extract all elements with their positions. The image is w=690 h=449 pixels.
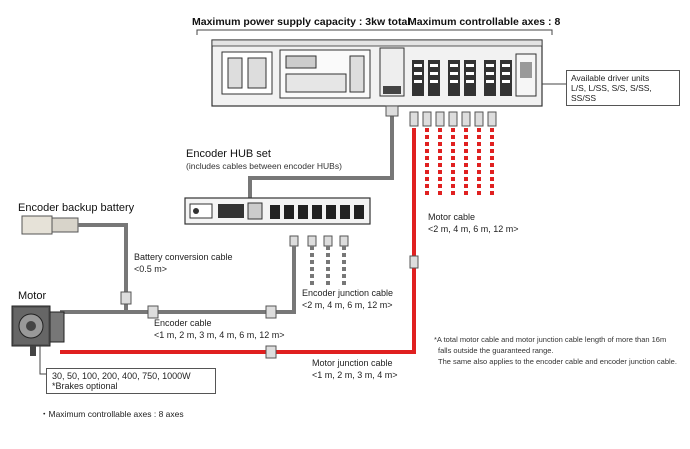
motor-spec-box: 30, 50, 100, 200, 400, 750, 1000W *Brake… [46, 368, 216, 394]
motor-cable-stubs [425, 128, 494, 196]
max-axes-label: Maximum controllable axes : 8 [408, 16, 561, 28]
controller-connector [385, 105, 399, 117]
encoder-junction-length: <2 m, 4 m, 6 m, 12 m> [302, 300, 393, 310]
battery-cable-name: Battery conversion cable [134, 252, 233, 262]
encoder-junction-joint [265, 305, 277, 319]
battery-title: Encoder backup battery [18, 202, 135, 214]
encoder-cable-joint [147, 305, 159, 319]
motor-cable [60, 128, 416, 354]
driver-units-title: Available driver units [571, 73, 650, 83]
motor-brakes: *Brakes optional [52, 381, 118, 391]
note-line-3: The same also applies to the encoder cab… [438, 357, 677, 366]
encoder-cable-length: <1 m, 2 m, 3 m, 4 m, 6 m, 12 m> [154, 330, 285, 340]
motor-junction-name: Motor junction cable [312, 358, 393, 368]
motor-cable-joint [409, 255, 419, 269]
battery-cable-joint [120, 291, 132, 305]
encoder-hub-unit [184, 197, 371, 225]
encoder-junction-stubs [310, 246, 346, 286]
encoder-junction-plugs [289, 235, 349, 247]
power-capacity-label: Maximum power supply capacity : 3kw tota… [192, 16, 411, 28]
motor-spec-bracket [39, 346, 46, 375]
footer-max-axes: ・Maximum controllable axes : 8 axes [40, 409, 184, 419]
battery-cable-length: <0.5 m> [134, 264, 168, 274]
header-bracket [196, 29, 553, 35]
encoder-hub-title: Encoder HUB set [186, 148, 271, 160]
encoder-cable-name: Encoder cable [154, 318, 212, 328]
motor-wattages: 30, 50, 100, 200, 400, 750, 1000W [52, 371, 191, 381]
motor-body [11, 305, 65, 356]
encoder-hub-subtitle: (includes cables between encoder HUBs) [186, 161, 342, 171]
motor-cable-length: <2 m, 4 m, 6 m, 12 m> [428, 224, 519, 234]
controller-unit [211, 39, 543, 107]
motor-junction-length: <1 m, 2 m, 3 m, 4 m> [312, 370, 398, 380]
controller-to-hub-cable [248, 106, 394, 198]
battery-conversion-cable [78, 223, 128, 312]
driver-units-list: L/S, L/SS, S/S, S/SS, SS/SS [571, 83, 652, 103]
encoder-backup-battery [21, 215, 79, 235]
motor-cable-name: Motor cable [428, 212, 476, 222]
note-line-2: falls outside the guaranteed range. [438, 346, 554, 355]
note-line-1: *A total motor cable and motor junction … [434, 335, 667, 344]
motor-cable-plugs [409, 111, 497, 127]
motor-junction-joint [265, 345, 277, 359]
encoder-cable [60, 246, 296, 314]
motor-title: Motor [18, 290, 47, 302]
driver-units-box: Available driver units L/S, L/SS, S/S, S… [566, 70, 680, 106]
encoder-junction-name: Encoder junction cable [302, 288, 394, 298]
